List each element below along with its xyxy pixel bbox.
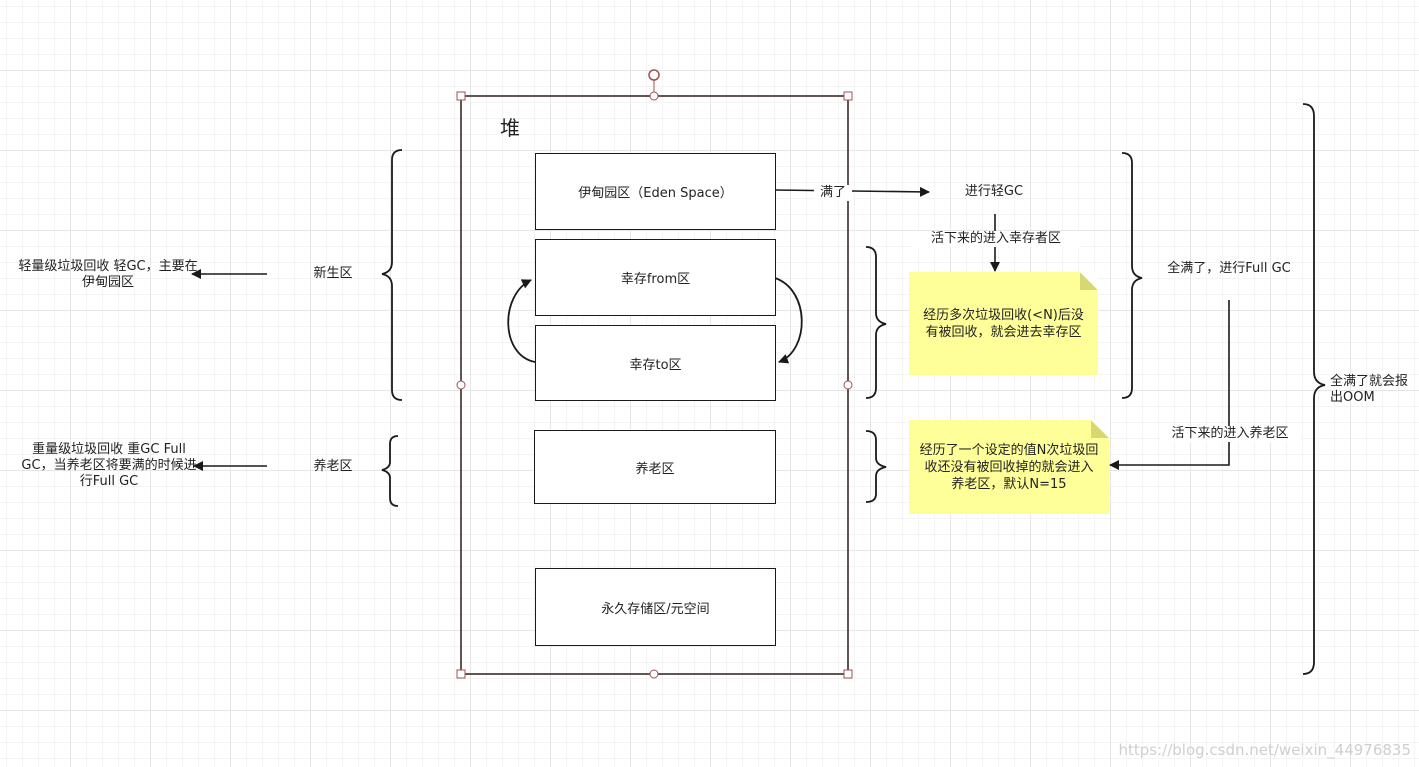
rotate-handle[interactable] <box>648 69 660 81</box>
survive-to-survivor-label: 活下来的进入幸存者区 <box>912 231 1080 247</box>
note-fold-corner <box>1080 272 1098 290</box>
survive-to-old-label: 活下来的进入养老区 <box>1160 426 1300 442</box>
heap-title: 堆 <box>500 116 520 140</box>
note-fold-corner <box>1091 420 1109 438</box>
minor-gc-label: 进行轻GC <box>964 184 1024 199</box>
brace-survivor-right[interactable] <box>865 246 887 399</box>
full-gc-label: 全满了，进行Full GC <box>1167 261 1291 276</box>
oom-label: 全满了就会报出OOM <box>1330 374 1409 405</box>
old-note-text: 经历了一个设定的值N次垃圾回收还没有被回收掉的就会进入养老区，默认N=15 <box>919 442 1099 492</box>
cycle-arrow-right[interactable] <box>774 277 803 364</box>
survivor-to-box[interactable]: 幸存to区 <box>535 325 776 401</box>
old-generation-label: 养老区 <box>313 459 353 474</box>
old-note[interactable]: 经历了一个设定的值N次垃圾回收还没有被回收掉的就会进入养老区，默认N=15 <box>909 420 1109 514</box>
survivor-from-box[interactable]: 幸存from区 <box>535 239 776 316</box>
brace-young[interactable] <box>381 149 403 401</box>
old-generation-box[interactable]: 养老区 <box>534 430 776 504</box>
eden-space-box[interactable]: 伊甸园区（Eden Space） <box>535 153 776 230</box>
arrow-eden-full[interactable] <box>774 186 930 197</box>
brace-oom[interactable] <box>1302 103 1326 675</box>
brace-old-right[interactable] <box>865 430 887 503</box>
cycle-arrow-left[interactable] <box>507 279 536 363</box>
selection-handles[interactable] <box>456 91 853 679</box>
survivor-note[interactable]: 经历多次垃圾回收(<N)后没有被回收，就会进去幸存区 <box>909 272 1098 375</box>
brace-old-left[interactable] <box>381 435 399 507</box>
young-gc-description: 轻量级垃圾回收 轻GC，主要在伊甸园区 <box>18 259 198 290</box>
metaspace-box[interactable]: 永久存储区/元空间 <box>535 568 776 646</box>
brace-full-gc[interactable] <box>1121 152 1143 399</box>
survivor-note-text: 经历多次垃圾回收(<N)后没有被回收，就会进去幸存区 <box>923 307 1084 340</box>
young-generation-label: 新生区 <box>313 266 353 281</box>
full-gc-description: 重量级垃圾回收 重GC Full GC，当养老区将要满的时候进行Full GC <box>21 442 197 489</box>
arrow-full-gc-to-old[interactable] <box>1109 300 1230 470</box>
eden-full-label: 满了 <box>814 185 852 201</box>
watermark: https://blog.csdn.net/weixin_44976835 <box>1118 741 1411 759</box>
